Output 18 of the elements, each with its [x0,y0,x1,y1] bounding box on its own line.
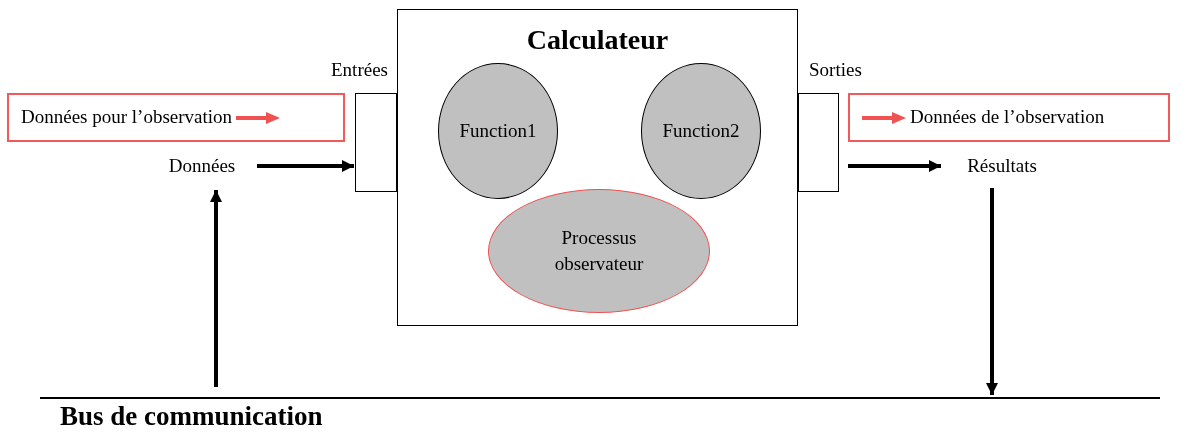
arrow [257,160,354,172]
computer-title: Calculateur [525,26,670,54]
arrow [986,188,998,395]
port-label: Entrées [331,57,388,82]
ellipse-label: Function1 [458,118,538,143]
signal-label: Résultats [967,153,1037,178]
data-description: Données pour l’observation [21,105,233,130]
data-description: Données de l’observation [910,105,1105,130]
computer-box [397,9,798,326]
ellipse-label: Processus observateur [553,225,645,276]
signal-label: Données [168,153,236,178]
port-label: Sorties [809,57,862,82]
arrow [848,160,941,172]
ellipse-label: Function2 [661,118,741,143]
arrow [210,190,222,387]
bus-label: Bus de communication [60,403,323,430]
output-data-box [848,93,1170,142]
input-data-box [7,93,345,142]
